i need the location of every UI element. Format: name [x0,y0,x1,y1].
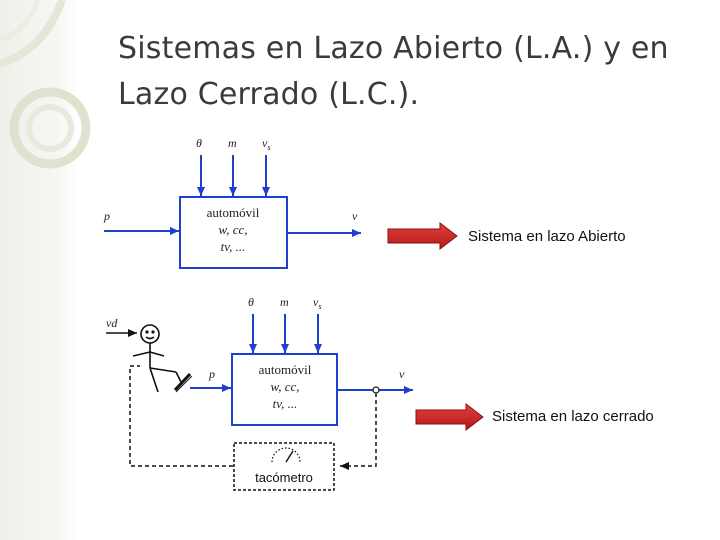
decorative-swirl [0,0,91,169]
open-input-m-label: m [228,136,237,150]
open-loop-caption: Sistema en lazo Abierto [468,228,626,245]
driver-thigh [149,367,177,373]
open-block-line-3: tv, ... [221,239,246,254]
driver-smile [145,336,155,340]
open-input-vs-sub: s [267,143,270,152]
driver-eye-right [151,330,155,334]
open-loop-diagram: θ m vs automóvil w, cc, tv, ... p v [103,136,361,269]
closed-automovil-block [231,353,338,426]
slide-title: Sistemas en Lazo Abierto (L.A.) y en Laz… [118,26,698,118]
closed-loop-red-arrow [415,402,484,432]
open-input-vs-main: v [262,136,268,150]
title-line-2: Lazo Cerrado (L.C.). [118,77,420,112]
driver-arm-left [132,351,151,357]
gas-pedal [173,372,192,392]
open-block-line-2: w, cc, [219,222,248,237]
closed-input-vs-main: v [313,295,319,309]
closed-output-v-label: v [399,367,405,381]
closed-block-line-2: w, cc, [271,379,300,394]
closed-reference-vd-label: vd [106,316,118,330]
open-input-theta-label: θ [196,136,202,150]
open-output-v-label: v [352,209,358,223]
closed-input-theta-label: θ [248,295,254,309]
closed-input-m-label: m [280,295,289,309]
feedback-line-to-tachometer [340,393,377,470]
open-input-p-label: p [103,209,110,223]
title-line-1: Sistemas en Lazo Abierto (L.A.) y en [118,31,669,66]
tachometer-needle-icon [285,450,294,463]
driver-arm-right [149,351,165,357]
closed-input-vs-label: vs [313,295,321,311]
driver-seat-leg [149,367,159,393]
closed-loop-diagram: θ m vs automóvil w, cc, tv, ... vd p [106,295,413,491]
open-block-line-1: automóvil [207,205,260,220]
open-loop-red-arrow [387,221,458,251]
gas-pedal-edge [175,375,193,393]
open-input-vs-label: vs [262,136,270,152]
open-automovil-block [179,196,288,269]
closed-input-vs-sub: s [318,302,321,311]
driver-eye-left [145,330,149,334]
closed-loop-caption: Sistema en lazo cerrado [492,408,654,425]
tachometer-dial-icon [271,447,301,463]
output-takeoff-node [372,386,380,394]
closed-block-line-3: tv, ... [273,396,298,411]
driver-figure [132,324,193,393]
closed-input-p-label: p [208,367,215,381]
driver-head [140,324,160,344]
tachometer-label: tacómetro [255,470,313,485]
tachometer-block [233,442,335,491]
closed-block-line-1: automóvil [259,362,312,377]
feedback-line-to-driver [129,365,233,467]
